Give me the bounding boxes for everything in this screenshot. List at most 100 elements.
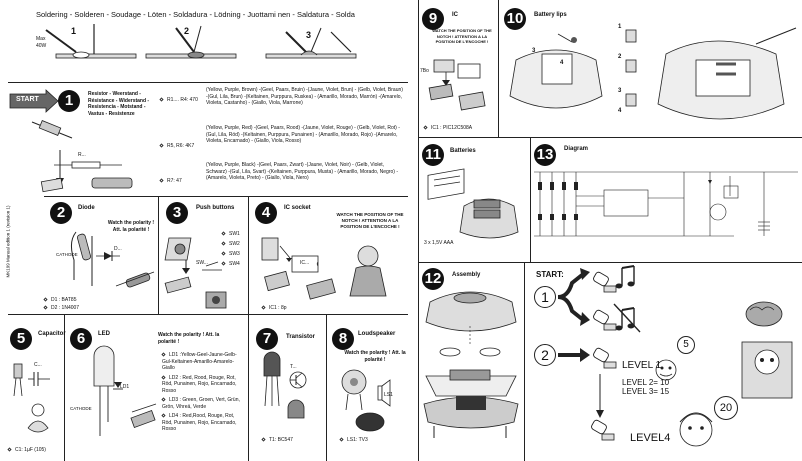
start-label: START: [16, 96, 39, 103]
bullet-icon: [43, 305, 48, 310]
led-part-1: LD1 :Yellow-Geel-Jaune-Gelb-Gul-Keltaine…: [161, 352, 246, 372]
pin-label: 7Bo: [420, 68, 429, 74]
batteries-title: Batteries: [450, 148, 476, 154]
game-circle-1: 1: [534, 286, 556, 308]
ic-socket-title: IC socket: [284, 205, 311, 211]
resistor-ref: R1.... R4: 470: [167, 97, 198, 103]
iron-label: Max 40W: [36, 36, 47, 49]
resistor-colors: (Yellow, Purple, Red) -(Geel, Paars, Roo…: [206, 125, 400, 144]
divider: [326, 314, 327, 461]
bullet-icon: [423, 125, 428, 130]
step-badge-2: 2: [50, 202, 72, 224]
bullet-icon: [161, 413, 166, 418]
push-buttons-title: Push buttons: [196, 205, 235, 211]
r-label: R...: [78, 152, 86, 158]
bullet-icon: [221, 241, 226, 246]
led-part-2: LD2 : Red, Rood, Rouge, Rot, Röd, Punain…: [161, 375, 246, 395]
loudspeaker-illustration: LS1: [334, 366, 406, 436]
step-badge-13: 13: [534, 144, 556, 166]
game-flow-illustration: [556, 262, 802, 461]
ic-notch: WATCH THE POSITION OF THE NOTCH ! ATTENT…: [432, 28, 492, 44]
bullet-icon: [159, 178, 164, 183]
capacitor-illustration: C...: [10, 352, 62, 442]
resistor-colors: (Yellow, Purple, Black) -(Geel, Paars, Z…: [206, 162, 399, 181]
level-3: LEVEL 3= 15: [622, 387, 670, 396]
ic-label: IC...: [300, 260, 310, 266]
lip-label-3: 3: [618, 88, 622, 94]
divider: [524, 262, 525, 461]
loudspeaker-part: LS1: TV3: [339, 436, 368, 444]
level-1: LEVEL 1: [622, 360, 662, 371]
level-2: LEVEL 2= 10: [622, 378, 670, 387]
part-label: IC1 : 8p: [269, 305, 287, 311]
pushbutton-illustration: SW...: [162, 232, 232, 312]
level-4: LEVEL4: [630, 432, 671, 444]
diode-polarity: Watch the polarity ! Att. la polarité !: [107, 220, 155, 233]
resistor-ref: R5, R6: 4K7: [167, 143, 195, 149]
transistor-title: Transistor: [286, 334, 316, 340]
t-label: T...: [290, 364, 297, 370]
bullet-icon: [339, 437, 344, 442]
soldering-title: Soldering - Solderen - Soudage - Löten -…: [36, 10, 355, 19]
part-label: LD3 : Green, Groen, Vert, Grün, Grön, Vi…: [162, 397, 240, 410]
diode-part-1: D1 : BAT85: [43, 296, 76, 304]
badge-number: 5: [683, 339, 689, 350]
part-label: LD1 :Yellow-Geel-Jaune-Gelb-Gul-Keltaine…: [162, 352, 237, 371]
bullet-icon: [161, 397, 166, 402]
ic-illustration: 7Bo: [420, 56, 496, 118]
capacitor-title: Capacitor: [38, 331, 66, 337]
battery-lips-title: Battery lips: [534, 12, 567, 18]
transistor-illustration: T...: [254, 351, 324, 434]
led-illustration: CATHODE LD1: [70, 345, 160, 442]
bullet-icon: [159, 97, 164, 102]
part-label: LS1: TV3: [347, 437, 368, 443]
ic-socket-illustration: IC...: [258, 232, 406, 302]
divider: [248, 314, 249, 461]
ic-part: IC1 : PIC12C508A: [423, 124, 473, 132]
step-badge-4: 4: [255, 202, 277, 224]
badge-5: 5: [677, 336, 695, 354]
divider: [8, 314, 408, 315]
step-badge-5: 5: [10, 328, 32, 350]
part-label: D2 : 1N4007: [51, 305, 80, 311]
divider: [248, 196, 249, 314]
bullet-icon: [261, 305, 266, 310]
led-part-4: LD4 : Red,Rood, Rouge, Rot, Röd, Punaine…: [161, 413, 246, 433]
lip-label-2: 2: [618, 54, 622, 60]
led-part-3: LD3 : Green, Groen, Vert, Grün, Grön, Vi…: [161, 397, 246, 410]
transistor-part: T1: BC547: [261, 436, 293, 444]
bullet-icon: [261, 437, 266, 442]
step-badge-10: 10: [504, 8, 526, 30]
lip-label-4: 4: [618, 108, 622, 114]
circle-number: 1: [541, 289, 549, 305]
bullet-icon: [221, 261, 226, 266]
divider: [64, 314, 65, 461]
batteries-part: 3 x 1,5V AAA: [424, 240, 454, 246]
divider: [44, 196, 408, 197]
divider: [530, 137, 531, 262]
divider: [418, 262, 802, 263]
badge-number: 20: [719, 402, 733, 414]
assembly-title: Assembly: [452, 272, 481, 278]
part-label: IC1 : PIC12C508A: [431, 125, 473, 131]
battery-lips-illustration: 1 2 3 4 3 4: [506, 24, 800, 134]
page-divider: [418, 0, 419, 461]
diode-title: Diode: [78, 205, 95, 211]
ls-label: LS1: [384, 392, 393, 398]
step-badge-8: 8: [332, 328, 354, 350]
led-parts-list: LD1 :Yellow-Geel-Jaune-Gelb-Gul-Keltaine…: [161, 352, 246, 433]
step-1: 1: [71, 26, 77, 36]
soldering-illustration: Max 40W 1 2 3: [36, 22, 366, 70]
part-label: C1: 1µF (105): [15, 447, 46, 453]
divider: [158, 196, 159, 314]
step-badge-12: 12: [422, 268, 444, 290]
bullet-icon: [221, 251, 226, 256]
part-label: SW1: [229, 231, 240, 237]
loudspeaker-title: Loudspeaker: [358, 331, 396, 337]
game-start-label: START:: [536, 270, 564, 279]
diagram-title: Diagram: [564, 146, 589, 152]
step-badge-7: 7: [256, 328, 278, 350]
bullet-icon: [7, 447, 12, 452]
lip-label-6: 4: [560, 60, 564, 66]
divider-top: [8, 82, 408, 83]
